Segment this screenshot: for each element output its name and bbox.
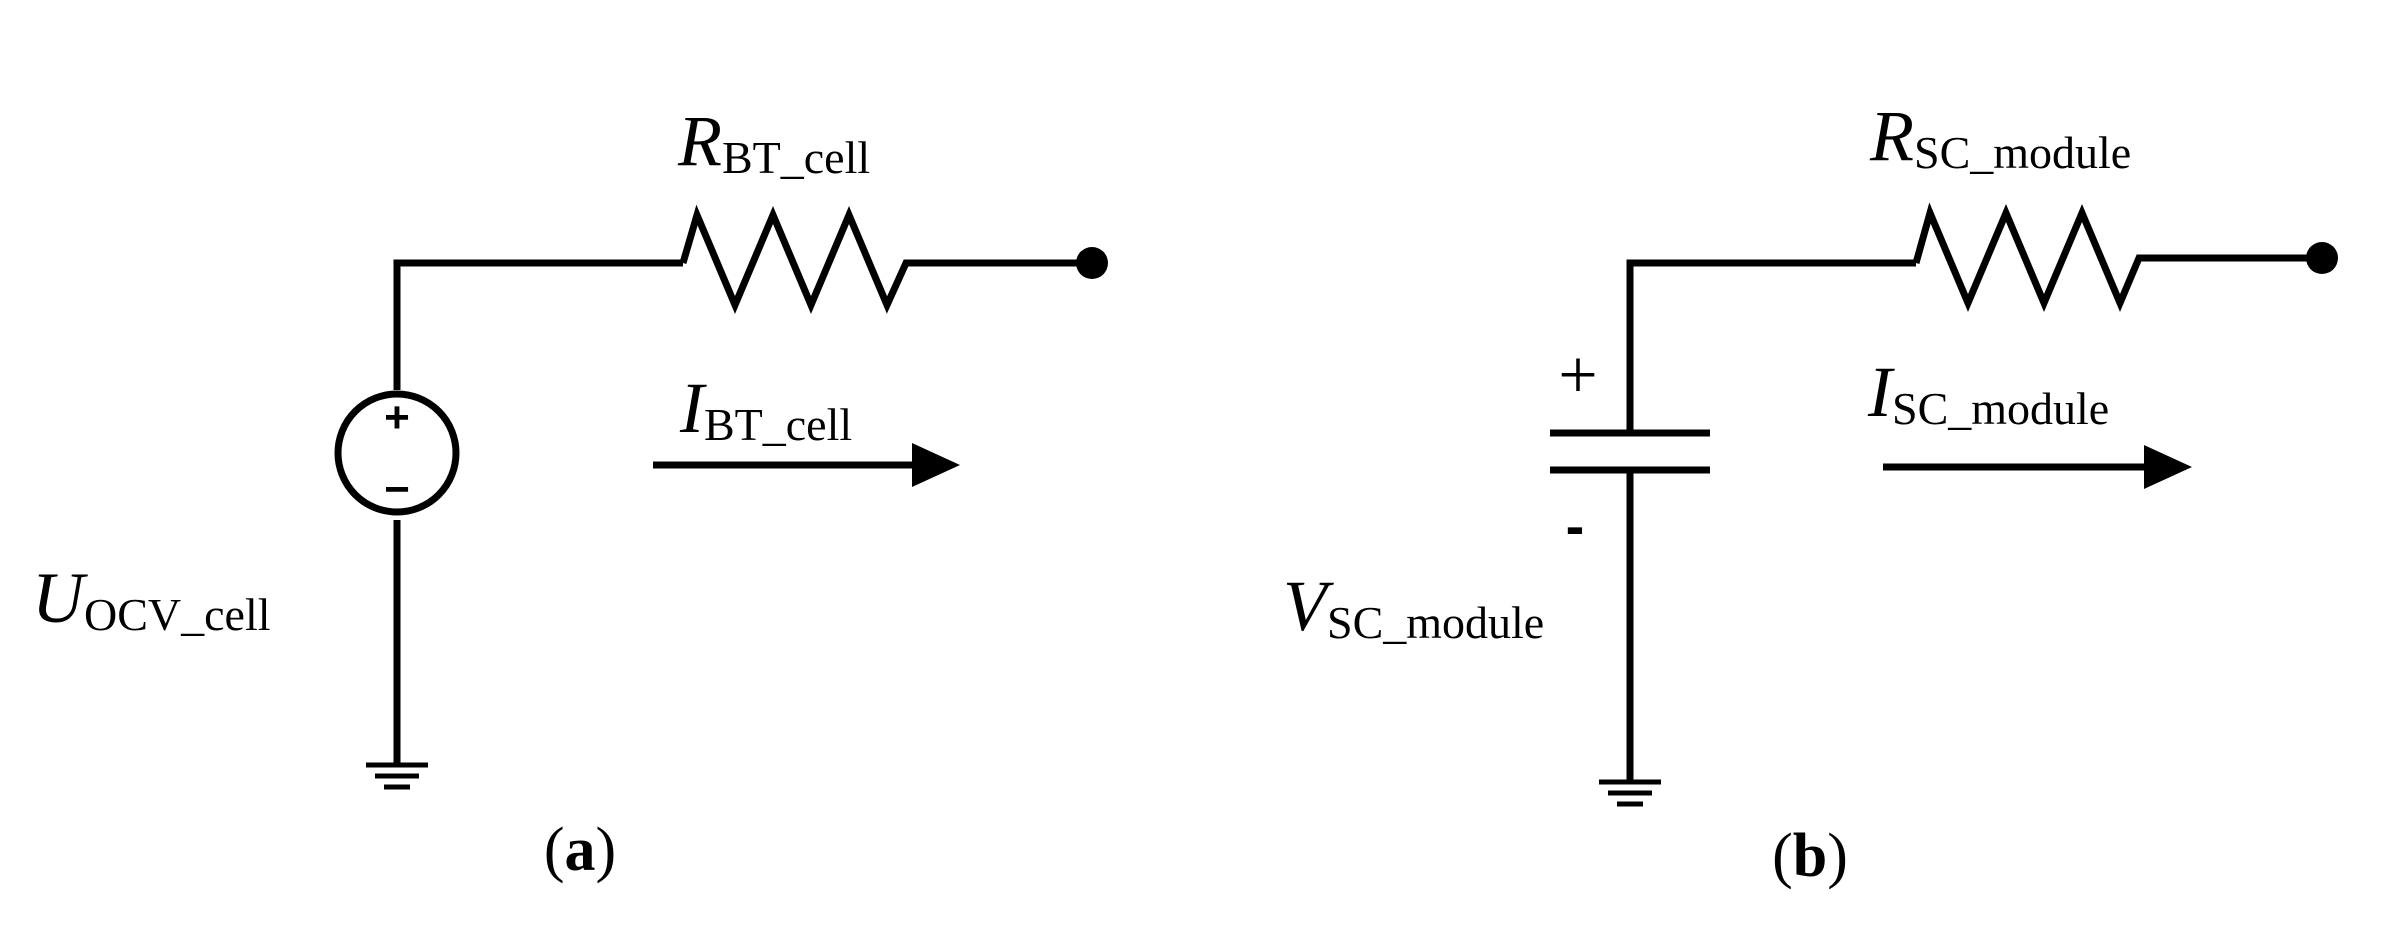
panel-a-caption: (a) [544,816,616,884]
panel-b-cap-plus: + [1558,337,1597,414]
panel-b-resistor-label: RSC_module [1869,96,2131,178]
panel-a-current-arrow [653,443,960,487]
panel-a-top-wire [393,259,683,765]
panel-a-source-label: UOCV_cell [32,558,271,640]
panel-a-source-plus: + [384,393,410,442]
panel-b-capacitor: + - [1550,337,1710,782]
panel-b-current-label: ISC_module [1867,352,2109,434]
panel-a-ground-icon [366,762,428,790]
panel-b-cap-minus: - [1566,494,1585,557]
panel-b: + - RSC_module ISC_module VSC_module (b) [1283,96,2338,890]
panel-b-terminal-dot [2306,242,2338,274]
panel-a-terminal-dot [1076,247,1108,279]
panel-a-resistor [679,204,1090,314]
panel-b-current-arrow [1883,445,2192,489]
panel-a-resistor-label: RBT_cell [677,101,870,183]
panel-a-voltage-source: + − [330,390,464,520]
panel-b-ground-icon [1599,779,1661,807]
panel-b-resistor [1912,202,2320,312]
panel-b-top-wire [1626,259,1916,433]
panel-a-current-label: IBT_cell [679,368,852,450]
panel-a: + − RBT_cell IBT_cell UOCV_cell (a) [32,101,1108,884]
panel-a-source-minus: − [384,465,410,514]
panel-b-capacitor-label: VSC_module [1283,566,1544,648]
panel-b-caption: (b) [1772,822,1848,890]
